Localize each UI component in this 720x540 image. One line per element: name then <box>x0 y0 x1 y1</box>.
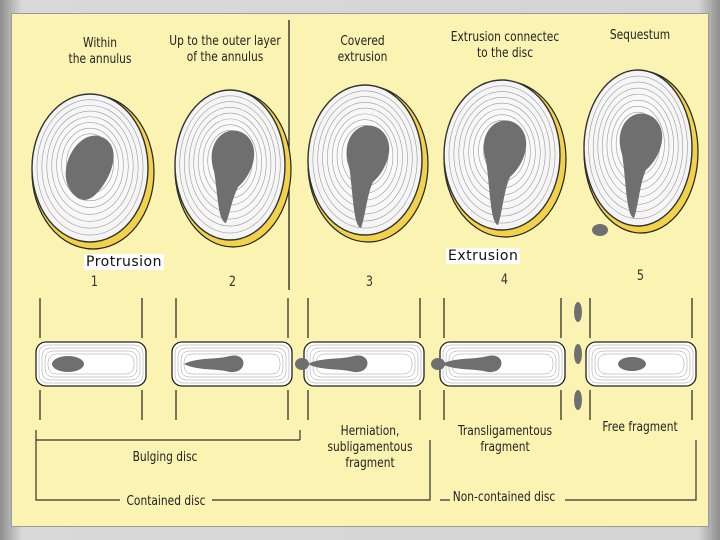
stage-number-2: 2 <box>228 274 237 290</box>
nucleus-pulposus-2 <box>211 130 255 223</box>
axial-disc-5 <box>583 69 699 236</box>
caption-extrusion-connected: Extrusion connectec to the disc <box>450 30 560 61</box>
nucleus-pulposus-4 <box>483 120 527 225</box>
sagittal-view-1 <box>35 298 147 420</box>
axial-disc-4 <box>443 79 567 238</box>
sagittal-view-3 <box>295 298 425 420</box>
sequestered-fragment <box>592 224 608 236</box>
sagittal-view-2 <box>171 298 293 420</box>
nucleus-pulposus-3 <box>346 125 390 228</box>
contained-disc-label: Contained disc <box>125 494 207 510</box>
axial-disc-views <box>31 69 699 250</box>
stage-number-3: 3 <box>365 274 374 290</box>
caption-within-annulus: Within the annulus <box>68 36 132 67</box>
non-contained-disc-label: Non-contained disc <box>451 490 557 506</box>
transligamentous-label: Transligamentous fragment <box>457 424 553 455</box>
extrusion-label: Extrusion <box>446 248 521 264</box>
bulging-disc-label: Bulging disc <box>128 450 202 466</box>
protrusion-label: Protrusion <box>84 254 164 270</box>
stage-number-5: 5 <box>636 268 645 284</box>
caption-sequestum: Sequestum <box>609 28 671 43</box>
herniation-label: Herniation, subligamentous fragment <box>327 424 413 471</box>
caption-covered-extrusion: Covered extrusion <box>337 34 388 65</box>
axial-disc-3 <box>307 84 429 243</box>
bulging-disc-bracket <box>35 430 301 441</box>
sagittal-view-4 <box>431 298 566 420</box>
nucleus-pulposus-5 <box>619 113 663 218</box>
sagittal-disc-views <box>35 298 697 420</box>
sagittal-view-5 <box>574 298 697 420</box>
nucleus-pulposus-1 <box>65 135 114 200</box>
free-fragment-label: Free fragment <box>602 420 678 435</box>
axial-disc-1 <box>31 93 155 250</box>
contained-disc-bracket <box>35 440 431 501</box>
stage-number-4: 4 <box>500 272 509 288</box>
stage-number-1: 1 <box>90 274 99 290</box>
caption-outer-layer: Up to the outer layer of the annulus <box>169 34 281 65</box>
non-contained-disc-bracket <box>440 440 697 501</box>
axial-disc-2 <box>174 89 292 248</box>
